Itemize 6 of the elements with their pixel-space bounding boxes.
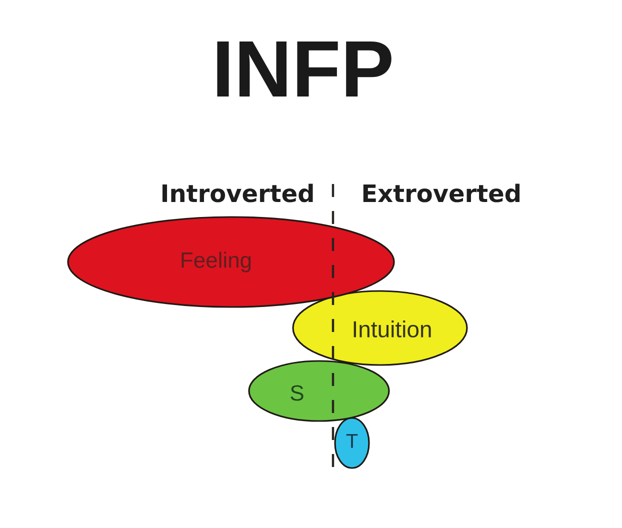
side-label: Extroverted (363, 184, 520, 202)
oval: S (248, 360, 390, 422)
oval: Feeling (67, 216, 395, 308)
title: INFP (217, 42, 392, 97)
oval: Intuition (292, 290, 468, 366)
oval: T (334, 417, 370, 469)
